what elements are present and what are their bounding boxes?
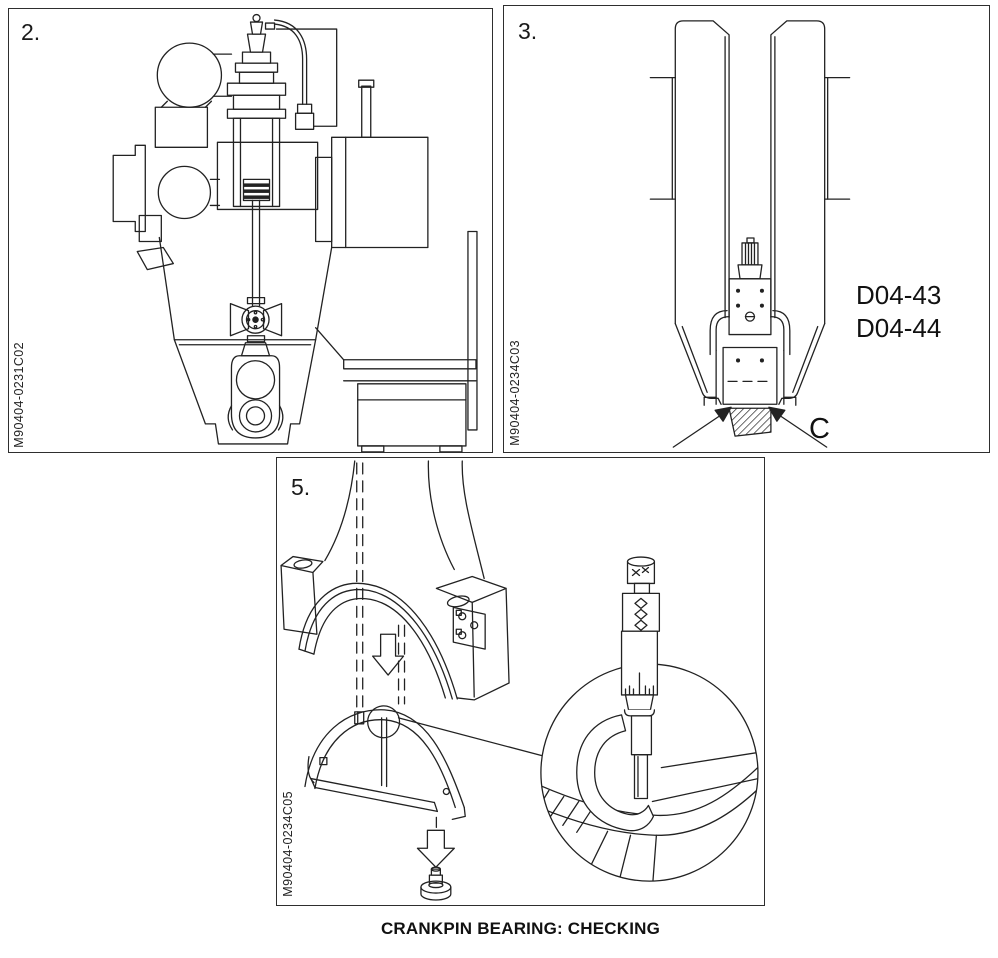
lower-bearing-shell-drawing: [304, 709, 466, 821]
down-arrow-lower: [416, 829, 455, 868]
panel-3: 3. M90404-0234C03 D04-43 D04-44 C: [503, 5, 990, 453]
measuring-point-c-label: C: [809, 413, 830, 445]
panel-5-number: 5.: [291, 474, 311, 500]
panel-3-number: 3.: [518, 18, 538, 44]
down-arrow-upper: [372, 633, 405, 676]
connecting-rod-drawing: [227, 199, 284, 439]
panel-2-number: 2.: [21, 19, 41, 45]
reference-labels: D04-43 D04-44: [856, 279, 941, 345]
connecting-rod-fork-figure: [649, 20, 851, 448]
page-caption: CRANKPIN BEARING: CHECKING: [380, 919, 661, 938]
detail-callout-circle: [367, 705, 401, 739]
panel-2: 2. M90404-0231C02: [8, 8, 493, 453]
micrometer-frame-drawing: [576, 714, 655, 832]
fuel-injector-drawing: [226, 13, 287, 96]
panel-5-figure-code: M90404-0234C05: [281, 791, 295, 897]
panel-2-figure-code: M90404-0231C02: [12, 342, 26, 448]
locating-plug-drawing: [420, 866, 452, 901]
hatched-surface-c: [728, 407, 772, 437]
micrometer-drawing: [620, 556, 661, 756]
crankpin-bearing-figure: [280, 460, 759, 901]
detail-leader-line: [397, 717, 543, 757]
panel-3-figure-code: M90404-0234C03: [508, 340, 522, 446]
ref-label-d04-44: D04-44: [856, 313, 942, 343]
panel-5: 5. M90404-0234C05: [276, 457, 765, 906]
ref-label-d04-43: D04-43: [856, 280, 942, 310]
gauge-tool-drawing: [722, 237, 778, 405]
piston-drawing: [242, 178, 271, 202]
engine-cross-section-figure: [112, 13, 478, 452]
upper-bearing-seat-drawing: [298, 582, 458, 700]
pointer-arrows: [672, 406, 828, 448]
